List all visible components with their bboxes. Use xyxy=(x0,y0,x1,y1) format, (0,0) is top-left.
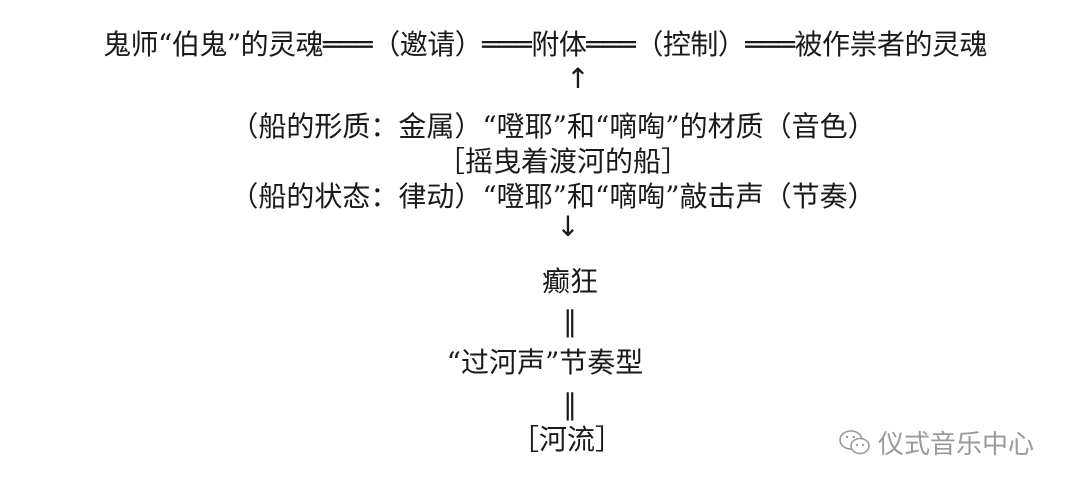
arrow-up-icon: ↑ xyxy=(566,62,590,95)
rhythm-node: “过河声”节奏型 xyxy=(446,346,644,379)
watermark: 仪式音乐中心 xyxy=(838,424,1034,461)
watermark-text: 仪式音乐中心 xyxy=(878,430,1035,460)
top-chain: 鬼师“伯鬼”的灵魂═══（邀请）═══附体═══（控制）═══被作祟者的灵魂 xyxy=(103,28,987,61)
boat-center-line: ［摇曳着渡河的船］ xyxy=(436,145,690,178)
madness-node: 癫狂 xyxy=(541,265,599,298)
boat-material-line: （船的形质：金属）“噔耶”和“嘀啕”的材质（音色） xyxy=(230,110,876,143)
boat-state-line: （船的状态：律动）“噔耶”和“嘀啕”敲击声（节奏） xyxy=(230,180,876,213)
equals-connector-2: ‖ xyxy=(563,388,577,421)
arrow-down-icon: ↓ xyxy=(556,210,580,243)
river-node: ［河流］ xyxy=(510,423,624,456)
wechat-icon xyxy=(839,429,870,454)
equals-connector-1: ‖ xyxy=(563,305,577,338)
